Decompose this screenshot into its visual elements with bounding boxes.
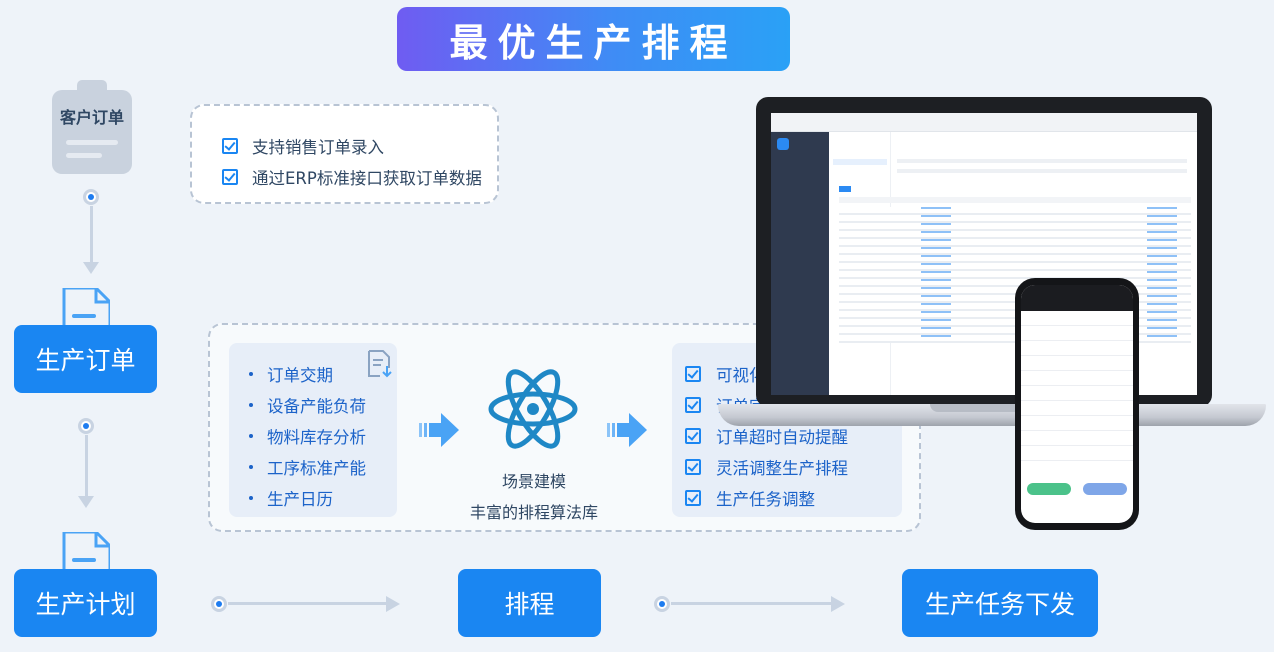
laptop-notch xyxy=(930,404,1050,412)
filter-row xyxy=(897,159,1187,163)
output-item: 订单超时自动提醒 xyxy=(685,424,848,448)
flow-connector xyxy=(671,602,833,605)
app-sidebar xyxy=(771,132,829,395)
inputs-panel: 订单交期 设备产能负荷 物料库存分析 工序标准产能 生产日历 xyxy=(229,343,397,517)
order-features-box: 支持销售订单录入 通过ERP标准接口获取订单数据 xyxy=(190,104,499,204)
table-link-column xyxy=(921,207,951,343)
flow-dot xyxy=(654,596,670,612)
input-item: 设备产能负荷 xyxy=(249,393,366,417)
atom-icon xyxy=(488,369,578,449)
feature-item: 通过ERP标准接口获取订单数据 xyxy=(222,165,482,189)
arrow-right-icon xyxy=(831,596,845,612)
table-action-column xyxy=(1147,207,1177,343)
task-dispatch-node[interactable]: 生产任务下发 xyxy=(902,569,1098,637)
phone-secondary-button xyxy=(1083,483,1127,495)
clipboard-icon xyxy=(52,80,132,174)
flow-connector xyxy=(90,206,93,264)
subnav-item xyxy=(833,159,887,165)
input-item: 订单交期 xyxy=(249,362,333,386)
checkbox-icon xyxy=(685,397,701,413)
phone-screen xyxy=(1021,285,1133,523)
flow-dot xyxy=(83,189,99,205)
customer-order-label: 客户订单 xyxy=(59,108,124,127)
input-item: 工序标准产能 xyxy=(249,455,366,479)
output-item: 灵活调整生产排程 xyxy=(685,455,848,479)
flow-dot xyxy=(78,418,94,434)
app-logo xyxy=(777,138,789,150)
flow-connector xyxy=(85,435,88,497)
filter-row xyxy=(897,169,1187,173)
arrow-right-icon xyxy=(607,413,647,447)
page-title: 最优生产排程 xyxy=(397,7,790,71)
flow-connector xyxy=(228,602,388,605)
input-item: 生产日历 xyxy=(249,486,333,510)
arrow-down-icon xyxy=(83,262,99,274)
arrow-down-icon xyxy=(78,496,94,508)
checkbox-icon xyxy=(222,138,238,154)
document-import-icon xyxy=(368,350,392,378)
model-label: 场景建模 xyxy=(501,472,566,491)
output-item: 生产任务调整 xyxy=(685,486,815,510)
document-icon xyxy=(62,532,110,576)
document-icon xyxy=(62,288,110,332)
flow-dot xyxy=(211,596,227,612)
checkbox-icon xyxy=(685,459,701,475)
checkbox-icon xyxy=(222,169,238,185)
arrow-right-icon xyxy=(386,596,400,612)
phone-confirm-button xyxy=(1027,483,1071,495)
production-plan-node[interactable]: 生产计划 xyxy=(14,569,157,637)
checkbox-icon xyxy=(685,428,701,444)
model-sublabel: 丰富的排程算法库 xyxy=(469,503,598,522)
table-header xyxy=(839,197,1191,203)
scheduling-node[interactable]: 排程 xyxy=(458,569,601,637)
phone-form xyxy=(1021,311,1133,471)
checkbox-icon xyxy=(685,490,701,506)
production-order-node[interactable]: 生产订单 xyxy=(14,325,157,393)
input-item: 物料库存分析 xyxy=(249,424,366,448)
checkbox-icon xyxy=(685,366,701,382)
feature-item: 支持销售订单录入 xyxy=(222,134,384,158)
phone-header xyxy=(1021,285,1133,311)
add-button xyxy=(839,186,851,192)
browser-toolbar xyxy=(771,113,1197,132)
arrow-right-icon xyxy=(419,413,459,447)
